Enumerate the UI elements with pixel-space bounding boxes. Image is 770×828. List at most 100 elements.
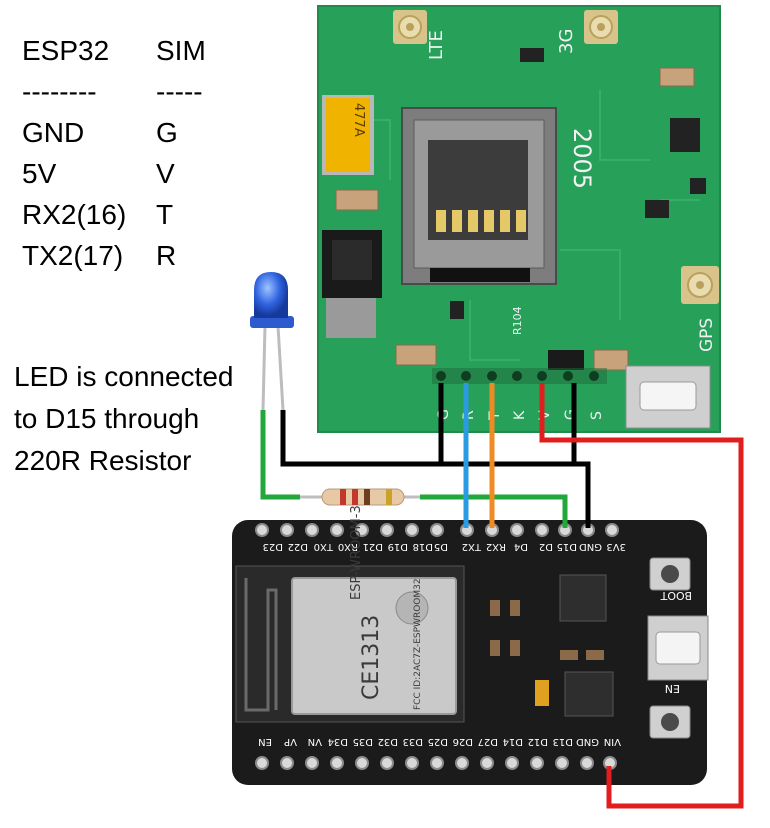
smd-capacitor bbox=[335, 189, 379, 211]
esp32-pin-label: D34 bbox=[328, 736, 348, 747]
pin-table: ESP32 SIM -------- ----- GND G 5V V RX2(… bbox=[22, 30, 206, 276]
smd-chip bbox=[670, 118, 700, 152]
pin-esp32: GND bbox=[22, 117, 85, 148]
esp32-pin-label: RX2 bbox=[486, 541, 506, 552]
pin-table-divider: -------- ----- bbox=[22, 71, 206, 112]
chip-mark: 2005 bbox=[568, 128, 596, 189]
esp32-pin-label: TX2 bbox=[462, 541, 482, 552]
regulator-chip bbox=[564, 671, 614, 717]
esp32-pin-label: D25 bbox=[428, 736, 448, 747]
esp32-pin-label: EN bbox=[258, 736, 272, 747]
pin-row: TX2(17) R bbox=[22, 235, 206, 276]
pin-sim: V bbox=[156, 158, 175, 189]
led-note-line: to D15 through bbox=[14, 403, 200, 434]
header-esp32: ESP32 bbox=[22, 35, 110, 66]
esp32-pin-label: VN bbox=[308, 736, 322, 747]
esp32-pin-label: GND bbox=[576, 736, 599, 747]
sim-pin-label: S bbox=[589, 411, 605, 420]
led-note-line: 220R Resistor bbox=[14, 445, 192, 476]
divider-right: ----- bbox=[156, 76, 203, 107]
esp32-pin-label: D15 bbox=[557, 541, 577, 552]
esp32-bottom-pin-holes bbox=[255, 756, 617, 770]
esp32-top-pin-holes bbox=[255, 523, 619, 537]
sim-header-pins bbox=[432, 368, 607, 384]
pin-esp32: 5V bbox=[22, 158, 57, 189]
esp32-pin-label: D19 bbox=[388, 541, 408, 552]
module-fcc: FCC ID:2AC7Z-ESPWROOM32 bbox=[413, 578, 423, 710]
esp32-pin-label: D5 bbox=[434, 541, 448, 552]
esp32-pin-label: D21 bbox=[363, 541, 383, 552]
led-note: LED is connected to D15 through 220R Res… bbox=[14, 356, 259, 482]
sim-pin-label: K bbox=[512, 410, 528, 420]
smd-led bbox=[535, 680, 549, 706]
esp-wroom-32-module: ESP-WROOM-32 CE1313 FCC ID:2AC7Z-ESPWROO… bbox=[235, 497, 465, 723]
sim-card-holder bbox=[401, 107, 557, 285]
resistor-mark: R104 bbox=[511, 306, 524, 335]
esp32-pin-label: VP bbox=[284, 736, 297, 747]
gps-label: GPS bbox=[697, 318, 717, 352]
smd-part bbox=[645, 200, 669, 218]
module-brand: ESP-WROOM-32 bbox=[349, 497, 364, 600]
smd-part bbox=[520, 48, 544, 62]
pin-sim: T bbox=[156, 199, 174, 230]
pin-row: GND G bbox=[22, 112, 206, 153]
sim-pin-label: V bbox=[537, 410, 553, 420]
pin-esp32: RX2(16) bbox=[22, 199, 127, 230]
pin-table-header: ESP32 SIM bbox=[22, 30, 206, 71]
smd-capacitor bbox=[659, 67, 695, 87]
pin-row: RX2(16) T bbox=[22, 194, 206, 235]
esp32-pin-label: GND bbox=[579, 541, 602, 552]
esp32-pin-label: D26 bbox=[453, 736, 473, 747]
pin-sim: R bbox=[156, 240, 177, 271]
sim-module-board: LTE 3G GPS 477A bbox=[317, 5, 721, 433]
esp32-pin-label: TX0 bbox=[314, 541, 334, 552]
esp32-pin-label: D4 bbox=[514, 541, 528, 552]
esp32-pin-label: D23 bbox=[263, 541, 283, 552]
sim-pin-label: G bbox=[436, 409, 452, 420]
esp32-pin-label: D22 bbox=[288, 541, 308, 552]
3g-antenna-connector bbox=[584, 10, 618, 44]
boot-button[interactable] bbox=[649, 557, 691, 591]
smd-part bbox=[690, 178, 706, 194]
3g-label: 3G bbox=[556, 29, 577, 54]
smd-capacitor bbox=[395, 344, 437, 366]
lte-antenna-connector bbox=[393, 10, 427, 44]
esp32-pin-label: D27 bbox=[478, 736, 498, 747]
smd-diode bbox=[548, 350, 584, 370]
boot-label: BOOT bbox=[660, 589, 692, 602]
divider-left: -------- bbox=[22, 76, 97, 107]
220r-resistor bbox=[300, 488, 420, 506]
sim-pin-label: T bbox=[487, 411, 503, 421]
pin-sim: G bbox=[156, 117, 178, 148]
usb-serial-chip bbox=[559, 574, 607, 622]
cap-mark: 477A bbox=[351, 103, 366, 137]
sim-pin-label: R bbox=[461, 410, 477, 420]
tantalum-capacitor: 477A bbox=[322, 95, 374, 175]
esp32-pin-label: D12 bbox=[528, 736, 548, 747]
sim-pin-label: G bbox=[563, 409, 579, 420]
esp32-pin-label: 3V3 bbox=[606, 541, 626, 552]
vcc-wire bbox=[539, 383, 744, 809]
blue-led bbox=[250, 272, 294, 411]
esp32-pin-label: D2 bbox=[539, 541, 553, 552]
lte-label: LTE bbox=[426, 30, 447, 60]
smd-capacitor bbox=[593, 349, 629, 371]
smd-part bbox=[450, 301, 464, 319]
en-label: EN bbox=[665, 682, 680, 695]
en-button[interactable] bbox=[649, 705, 691, 739]
esp32-pin-label: D33 bbox=[403, 736, 423, 747]
esp32-pin-label: D18 bbox=[413, 541, 433, 552]
gnd-wire bbox=[280, 383, 591, 528]
esp32-pin-label: D32 bbox=[378, 736, 398, 747]
voltage-regulator bbox=[322, 230, 382, 338]
led-note-line: LED is connected bbox=[14, 361, 234, 392]
pin-row: 5V V bbox=[22, 153, 206, 194]
pin-esp32: TX2(17) bbox=[22, 240, 124, 271]
esp32-pin-label: D13 bbox=[553, 736, 573, 747]
esp32-board: D23 D22 TX0 RX0 D21 D19 D18 D5 TX2 RX2 D… bbox=[232, 497, 709, 785]
gps-antenna-connector bbox=[681, 266, 719, 304]
header-sim: SIM bbox=[156, 35, 206, 66]
esp32-micro-usb-port[interactable] bbox=[647, 615, 709, 681]
esp32-pin-label: VIN bbox=[604, 736, 621, 747]
